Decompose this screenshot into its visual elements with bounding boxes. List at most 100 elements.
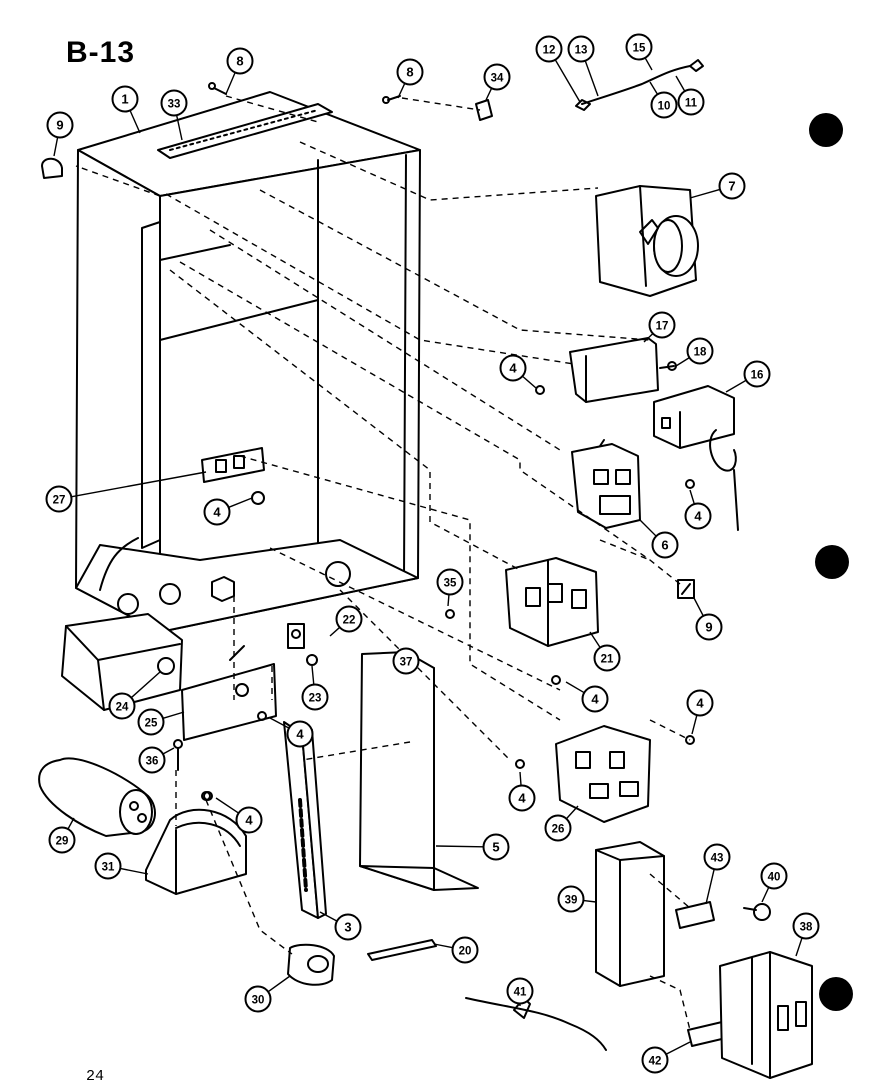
callout-leader — [584, 60, 599, 97]
callout-c40: 40 — [760, 862, 788, 903]
terminal-board-3 — [283, 721, 327, 919]
callout-bubble — [695, 613, 723, 641]
callout-leader — [693, 597, 704, 616]
callout-bubble — [137, 708, 165, 736]
callout-leader — [689, 188, 720, 199]
callout-c4g: 4 — [215, 797, 263, 834]
callout-leader — [129, 110, 141, 134]
callout-label: 37 — [400, 657, 413, 669]
callout-bubble — [483, 63, 511, 91]
callout-c24: 24 — [108, 671, 161, 720]
callout-leader — [120, 867, 149, 875]
leader-lines — [75, 95, 691, 1031]
callout-leader — [311, 665, 315, 685]
relay-26 — [555, 725, 651, 823]
callout-leader — [519, 771, 522, 786]
callout-bubble — [508, 784, 536, 812]
callout-bubble — [334, 913, 362, 941]
wire-lead-assembly — [575, 59, 704, 111]
callout-c23: 23 — [301, 665, 329, 711]
callout-c31: 31 — [94, 852, 149, 880]
callout-bubble — [108, 692, 136, 720]
callout-bubble — [648, 311, 676, 339]
mounting-bracket-17 — [569, 337, 677, 403]
callout-c42: 42 — [641, 1041, 691, 1074]
callout-leader — [71, 471, 207, 498]
screws — [203, 82, 695, 801]
callout-label: 25 — [145, 718, 158, 730]
callout-label: 27 — [53, 495, 66, 507]
callout-bubble — [160, 89, 188, 117]
callout-label: 4 — [213, 505, 221, 520]
callout-label: 29 — [56, 836, 69, 848]
callout-label: 12 — [543, 45, 556, 57]
callout-label: 22 — [343, 615, 356, 627]
callout-leader — [666, 1041, 691, 1055]
callout-c16: 16 — [725, 360, 771, 393]
cable-tie-41 — [465, 997, 607, 1051]
callout-bubble — [535, 35, 563, 63]
clip-9-left — [41, 157, 63, 179]
callout-c7: 7 — [689, 172, 746, 200]
callout-label: 1 — [121, 92, 128, 107]
callout-leader — [163, 747, 175, 755]
callout-label: 23 — [309, 693, 322, 705]
cover-panel-25 — [181, 645, 277, 741]
callout-c4e: 4 — [565, 681, 609, 713]
callout-leader — [67, 817, 75, 829]
callout-leader — [795, 938, 803, 957]
callout-label: 17 — [656, 321, 669, 333]
callout-leader — [319, 911, 337, 922]
callout-c26: 26 — [544, 805, 579, 842]
contactor-21 — [505, 557, 599, 647]
clip-9-right — [677, 579, 695, 599]
callout-c5: 5 — [435, 833, 510, 861]
callout-leader — [215, 797, 239, 814]
callout-bubble — [506, 977, 534, 1005]
callout-leader — [268, 975, 291, 992]
callout-bubble — [482, 833, 510, 861]
callout-c22: 22 — [329, 605, 363, 637]
callout-bubble — [650, 91, 678, 119]
callout-leader — [485, 88, 493, 101]
callout-c11: 11 — [675, 75, 705, 116]
callout-label: 9 — [705, 620, 712, 635]
capacitor-strap-31 — [145, 791, 247, 895]
callout-leader — [725, 379, 747, 393]
callout-leader — [53, 137, 59, 157]
callout-c8b: 8 — [396, 58, 424, 99]
callout-label: 36 — [146, 756, 159, 768]
callout-c9a: 9 — [46, 111, 74, 157]
callout-label: 3 — [344, 920, 351, 935]
callout-c33: 33 — [160, 89, 188, 141]
callout-c4a: 4 — [499, 354, 537, 389]
callout-label: 26 — [552, 824, 565, 836]
callout-label: 30 — [252, 995, 265, 1007]
partition-panel-5 — [359, 651, 479, 891]
callout-c41: 41 — [506, 977, 534, 1006]
callout-bubble — [244, 985, 272, 1013]
terminal-strip — [157, 103, 333, 159]
callout-leader — [522, 376, 537, 389]
breaker-bracket-39 — [595, 841, 665, 987]
callout-label: 13 — [575, 45, 588, 57]
callout-bubble — [684, 502, 712, 530]
callout-bubble — [581, 685, 609, 713]
callout-label: 8 — [236, 54, 243, 69]
callout-label: 4 — [296, 727, 304, 742]
callout-bubble — [677, 88, 705, 116]
callout-c27: 27 — [45, 471, 207, 513]
callout-bubble — [286, 720, 314, 748]
callout-label: 35 — [444, 578, 457, 590]
callout-c4f: 4 — [686, 689, 714, 735]
callout-bubble — [451, 936, 479, 964]
registration-dots — [809, 113, 853, 1011]
callout-leader — [583, 899, 597, 903]
callout-label: 4 — [591, 692, 599, 707]
callout-c3: 3 — [319, 911, 362, 941]
callout-label: 42 — [649, 1056, 662, 1068]
callout-leader — [691, 715, 698, 735]
callout-c34: 34 — [483, 63, 511, 101]
callout-label: 41 — [514, 987, 527, 999]
callout-label: 6 — [661, 538, 668, 553]
